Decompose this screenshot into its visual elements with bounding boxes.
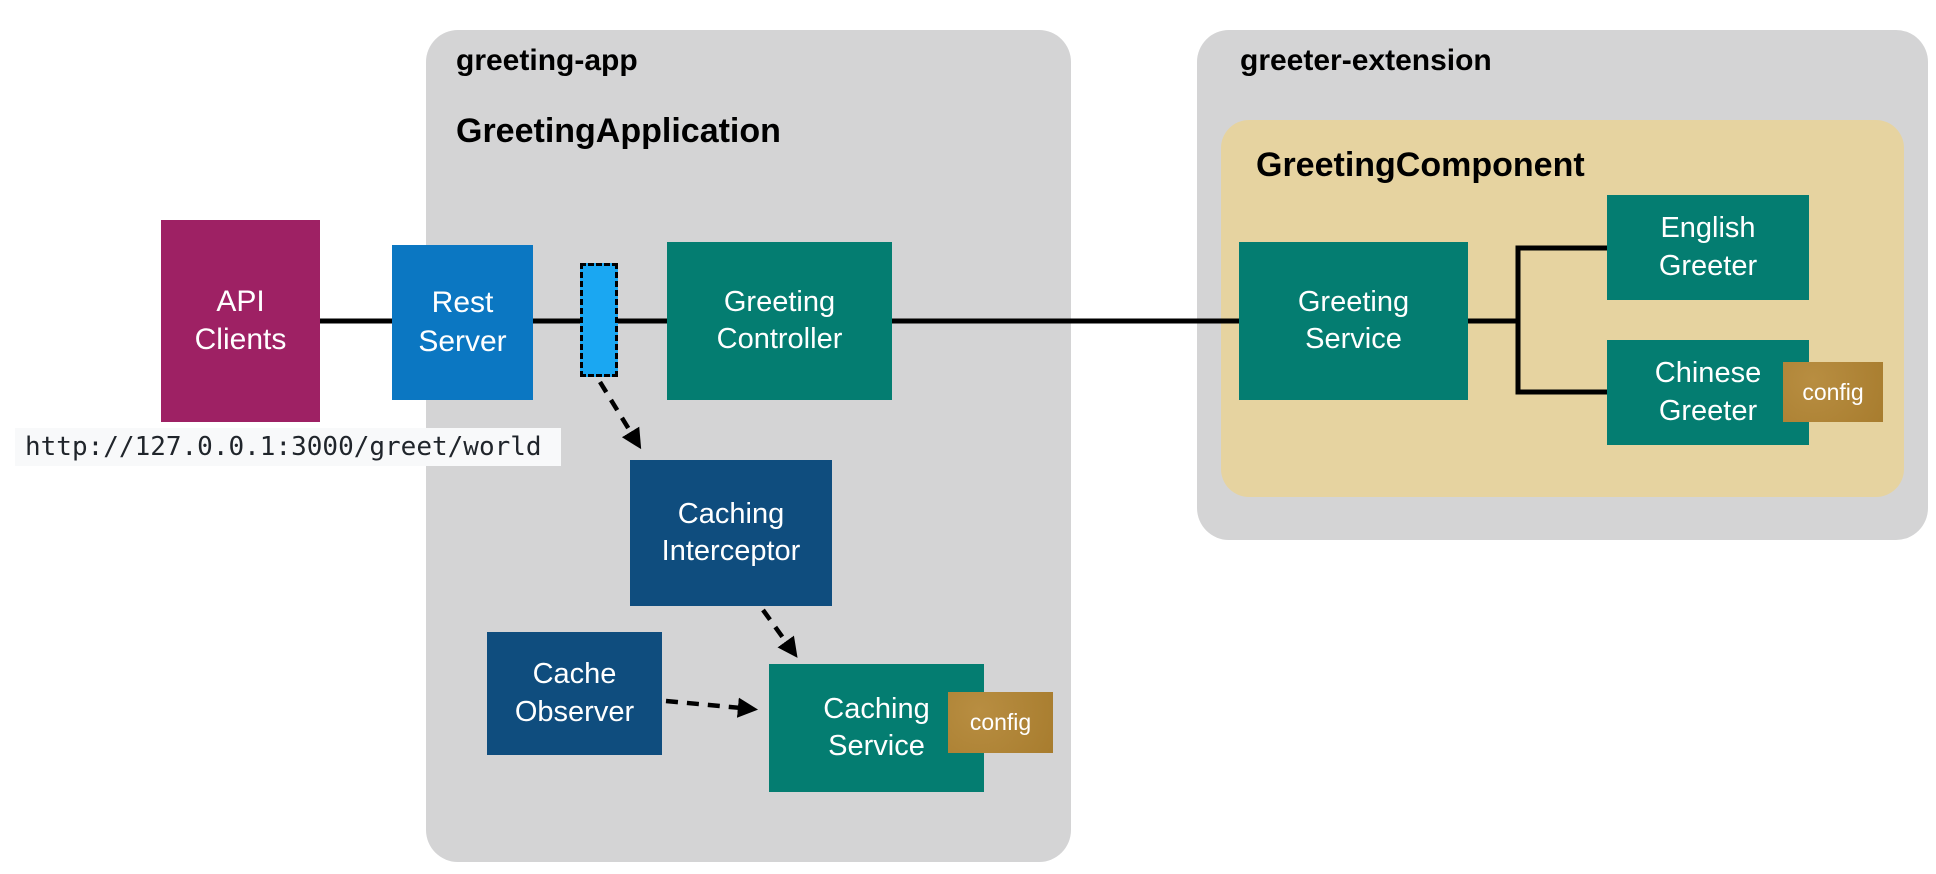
- cache-observer-label-line2: Observer: [514, 695, 635, 728]
- caching-service-label-line1: Caching: [823, 692, 930, 725]
- rest-server-label-line2: Server: [418, 324, 507, 358]
- api-clients-node: API Clients: [161, 220, 320, 422]
- rest-server-label-line1: Rest: [431, 286, 494, 320]
- caching-interceptor-label-line2: Interceptor: [661, 535, 801, 567]
- request-url-label: http://127.0.0.1:3000/greet/world: [15, 428, 561, 466]
- greeting-service-label-line2: Service: [1305, 323, 1402, 355]
- greeting-component-title: GreetingComponent: [1256, 146, 1585, 184]
- sequence-activation-bar: [580, 263, 618, 377]
- greeting-app-title: greeting-app: [456, 44, 638, 77]
- greeting-controller-label-line1: Greeting: [723, 285, 836, 318]
- rest-server-node: Rest Server: [392, 245, 533, 400]
- cache-observer-node: Cache Observer: [487, 632, 662, 755]
- english-greeter-node: English Greeter: [1607, 195, 1809, 300]
- chinese-greeter-label-line2: Greeter: [1658, 394, 1758, 427]
- greeting-service-label-line1: Greeting: [1297, 285, 1410, 318]
- observer-to-caching-service-arrow: [665, 697, 759, 718]
- api-clients-label-line2: Clients: [194, 323, 287, 356]
- caching-service-label-line2: Service: [828, 730, 925, 762]
- api-clients-label-line1: API: [216, 284, 265, 318]
- english-greeter-label-line1: English: [1660, 212, 1756, 245]
- chinese-greeter-node: Chinese Greeter: [1607, 340, 1809, 445]
- activation-to-interceptor-arrow: [598, 380, 642, 450]
- greeting-service-node: Greeting Service: [1239, 242, 1468, 400]
- english-greeter-label-line2: Greeter: [1658, 249, 1758, 282]
- greeting-controller-node: Greeting Controller: [667, 242, 892, 400]
- caching-service-config-badge: config: [948, 692, 1053, 753]
- greeting-controller-label-line2: Controller: [716, 323, 843, 355]
- chinese-greeter-config-badge: config: [1783, 362, 1883, 422]
- chinese-greeter-label-line1: Chinese: [1654, 357, 1762, 390]
- interceptor-to-caching-service-arrow: [761, 608, 798, 658]
- caching-interceptor-label-line1: Caching: [677, 497, 785, 530]
- caching-interceptor-node: Caching Interceptor: [630, 460, 832, 606]
- cache-observer-label-line1: Cache: [532, 658, 617, 691]
- greeter-extension-title: greeter-extension: [1240, 44, 1492, 77]
- greeting-application-title: GreetingApplication: [456, 112, 781, 150]
